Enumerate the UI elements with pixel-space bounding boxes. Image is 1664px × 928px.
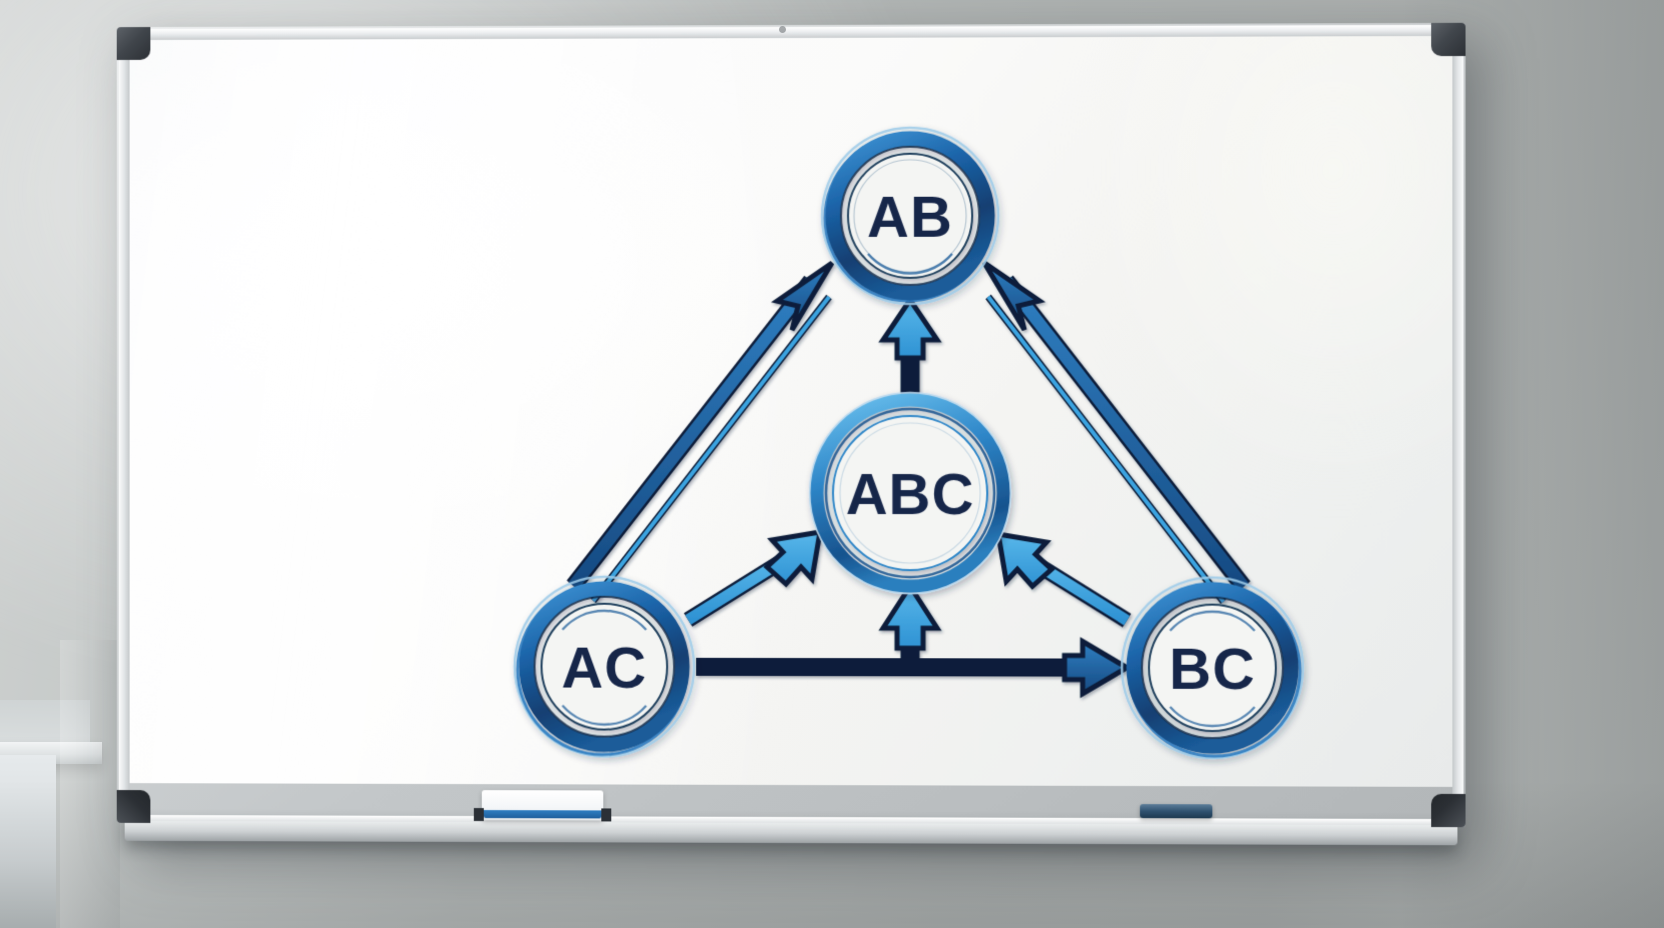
frame-corner-top-left bbox=[116, 27, 151, 60]
nodes-layer: AB ABC bbox=[515, 127, 1303, 759]
frame-left-highlight bbox=[118, 29, 130, 817]
wall-column bbox=[60, 640, 120, 928]
frame-corner-bottom-left bbox=[116, 790, 151, 823]
frame-right-highlight bbox=[1452, 24, 1464, 822]
node-ab[interactable]: AB bbox=[822, 127, 998, 303]
node-ac-label: AC bbox=[562, 637, 648, 701]
node-bc-label: BC bbox=[1169, 638, 1255, 703]
node-ac[interactable]: AC bbox=[515, 577, 694, 757]
node-abc[interactable]: ABC bbox=[810, 393, 1010, 593]
blue-marker[interactable] bbox=[1139, 804, 1213, 819]
frame-corner-bottom-right bbox=[1431, 793, 1466, 828]
marker-tray bbox=[124, 814, 1458, 846]
whiteboard-surface: AB ABC bbox=[129, 35, 1453, 787]
wall-mount-dot bbox=[779, 26, 786, 33]
whiteboard: AB ABC bbox=[116, 22, 1466, 846]
eraser-end-cap-right bbox=[601, 808, 612, 822]
edge-bc-to-abc bbox=[998, 534, 1127, 620]
eraser-felt-band bbox=[483, 810, 602, 819]
edge-bc-to-ab bbox=[984, 262, 1243, 601]
edge-abc-to-ab bbox=[883, 300, 937, 394]
set-union-diagram: AB ABC bbox=[130, 36, 1453, 787]
window-lower-pane bbox=[0, 755, 56, 928]
node-ab-label: AB bbox=[867, 186, 953, 250]
edge-ac-to-ab bbox=[567, 260, 834, 604]
whiteboard-frame: AB ABC bbox=[116, 22, 1466, 828]
eraser-end-cap-left bbox=[473, 808, 484, 822]
node-abc-label: ABC bbox=[846, 463, 975, 527]
edge-ac-to-bc bbox=[696, 641, 1127, 694]
edge-ac-to-abc bbox=[684, 528, 823, 628]
frame-corner-top-right bbox=[1431, 22, 1466, 57]
node-bc[interactable]: BC bbox=[1122, 577, 1303, 758]
window-upper-pane bbox=[0, 700, 90, 748]
edge-bc-up-to-abc bbox=[883, 586, 937, 667]
whiteboard-eraser[interactable] bbox=[481, 790, 604, 821]
edges-layer bbox=[567, 260, 1243, 694]
